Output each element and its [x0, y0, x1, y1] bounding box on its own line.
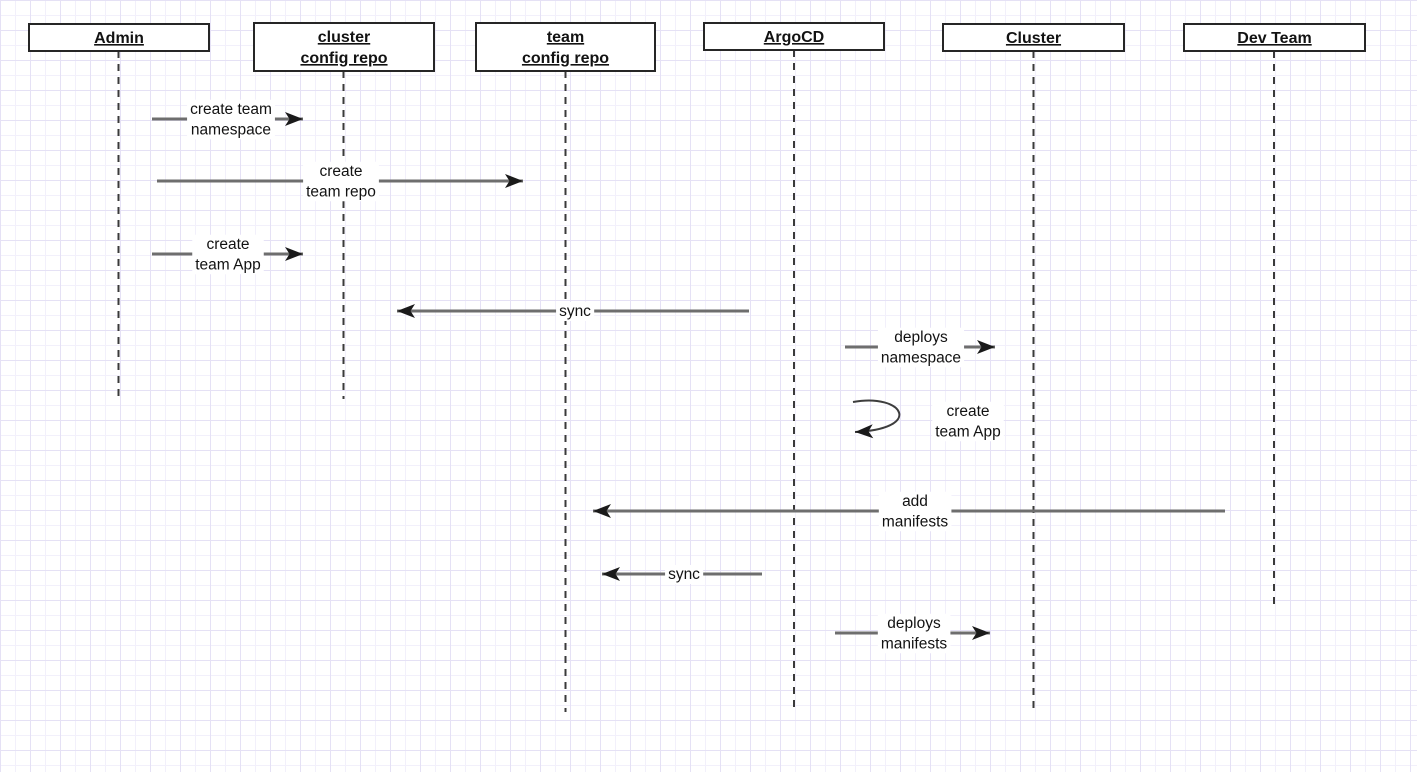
message-label: create team repo	[303, 161, 379, 202]
actor-label: config repo	[300, 50, 387, 67]
message-label-line: sync	[668, 566, 700, 583]
actor-label: Cluster	[1006, 30, 1061, 47]
message-label-line: manifests	[882, 513, 949, 530]
message-add-manifests[interactable]: add manifests	[593, 491, 1225, 532]
message-label-line: team App	[935, 423, 1001, 440]
message-label-line: create	[319, 163, 362, 180]
message-deploys-manifests[interactable]: deploys manifests	[835, 613, 990, 654]
message-label-line: manifests	[881, 635, 948, 652]
message-label-line: create	[946, 403, 989, 420]
actor-dev-team[interactable]: Dev Team	[1183, 23, 1366, 52]
message-create-team-app-self[interactable]: create team App	[852, 399, 1004, 442]
message-label-line: namespace	[881, 349, 961, 366]
message-label: create team App	[932, 401, 1004, 442]
actor-box	[253, 22, 435, 72]
actor-box	[28, 23, 210, 52]
label-background	[192, 234, 264, 275]
actor-cluster[interactable]: Cluster	[942, 23, 1125, 52]
message-label-line: add	[902, 493, 928, 510]
label-background	[878, 491, 952, 532]
actor-label: team	[547, 29, 584, 46]
message-label-line: namespace	[191, 121, 271, 138]
actor-cluster-config-repo[interactable]: cluster config repo	[253, 22, 435, 72]
message-label-line: create	[206, 236, 249, 253]
message-label: create team namespace	[187, 99, 275, 140]
label-background	[932, 401, 1004, 442]
message-label: sync	[665, 565, 704, 584]
actor-team-config-repo[interactable]: team config repo	[475, 22, 656, 72]
message-label-line: create team	[190, 101, 272, 118]
message-label-line: deploys	[894, 329, 948, 346]
label-background	[877, 613, 951, 654]
actor-box	[703, 22, 885, 51]
label-background	[187, 99, 275, 140]
actor-label: cluster	[318, 29, 370, 46]
actor-box	[942, 23, 1125, 52]
message-label: add manifests	[878, 491, 952, 532]
message-sync-to-team-repo[interactable]: sync	[602, 565, 762, 584]
message-label: deploys namespace	[877, 327, 965, 368]
message-create-team-namespace[interactable]: create team namespace	[152, 99, 303, 140]
message-create-team-repo[interactable]: create team repo	[157, 161, 523, 202]
message-label-line: deploys	[887, 615, 941, 632]
actor-argocd[interactable]: ArgoCD	[703, 22, 885, 51]
actor-label: Admin	[94, 30, 144, 47]
actor-label: Dev Team	[1237, 30, 1311, 47]
message-create-team-app[interactable]: create team App	[152, 234, 303, 275]
message-label: sync	[556, 302, 595, 321]
actor-admin[interactable]: Admin	[28, 23, 210, 52]
message-label: create team App	[192, 234, 264, 275]
actor-box	[1183, 23, 1366, 52]
self-message-arc	[852, 399, 901, 439]
actor-label: config repo	[522, 50, 609, 67]
message-label-line: sync	[559, 303, 591, 320]
label-background	[877, 327, 965, 368]
message-sync-to-cluster-repo[interactable]: sync	[397, 302, 749, 321]
message-label: deploys manifests	[877, 613, 951, 654]
label-background	[303, 161, 379, 202]
message-label-line: team App	[195, 256, 261, 273]
actor-label: ArgoCD	[764, 29, 824, 46]
label-background	[556, 302, 595, 321]
message-label-line: team repo	[306, 183, 376, 200]
label-background	[665, 565, 704, 584]
actor-box	[475, 22, 656, 72]
message-deploys-namespace[interactable]: deploys namespace	[845, 327, 995, 368]
